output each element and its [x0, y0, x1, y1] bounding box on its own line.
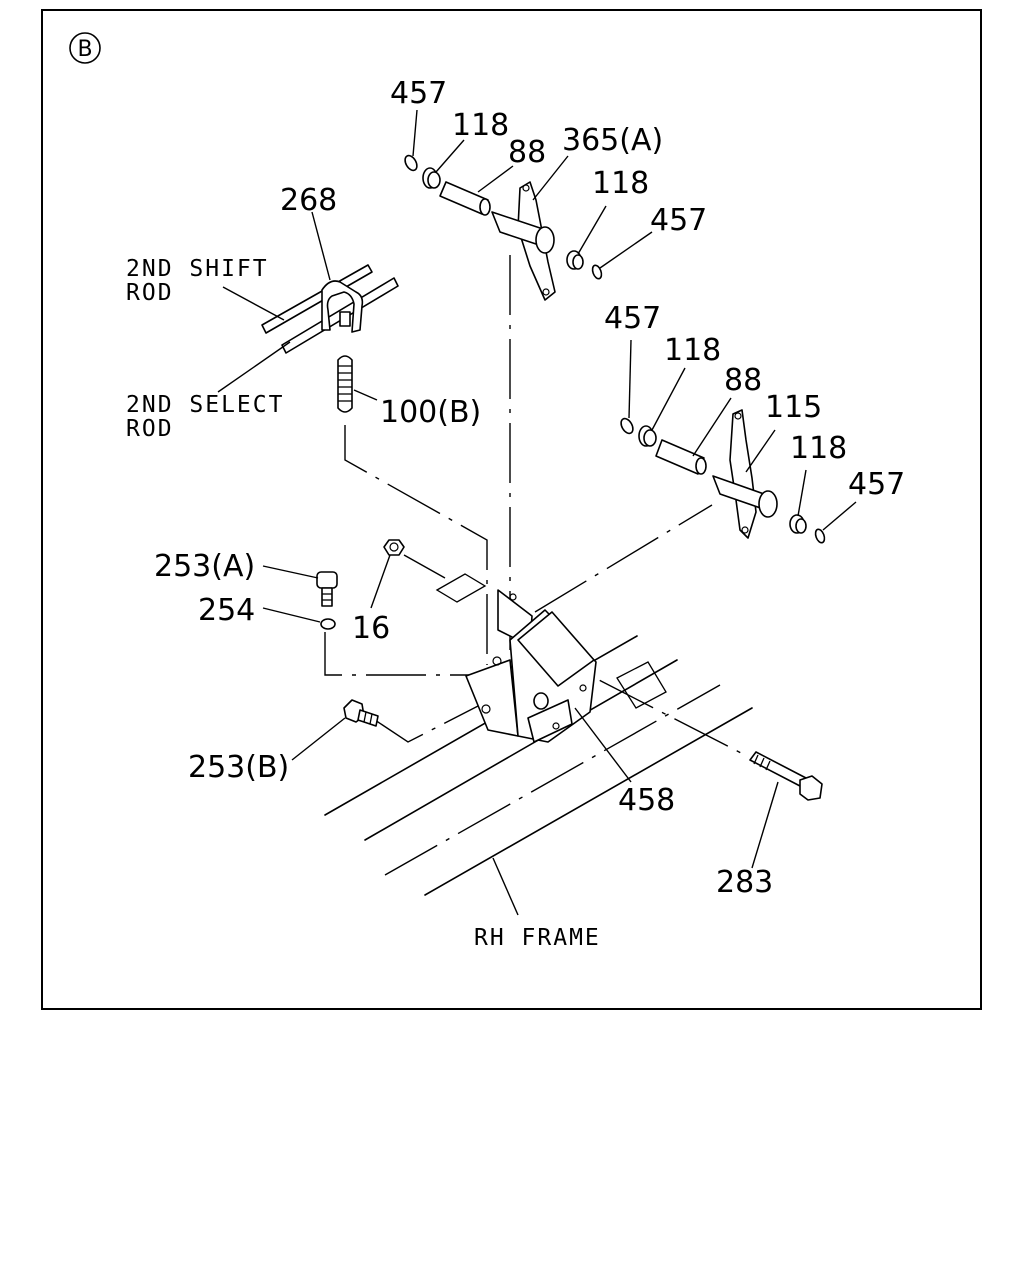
- callout-457: 457: [390, 76, 447, 111]
- snap-ring-457: [404, 154, 418, 172]
- bolt-253b: [343, 699, 379, 727]
- callout-458: 458: [618, 783, 675, 818]
- lever-365a-assembly: [404, 154, 603, 301]
- shift-rod-caption: 2ND SHIFT: [126, 256, 269, 282]
- view-marker-label: B: [77, 37, 92, 62]
- callout-457: 457: [604, 301, 661, 336]
- snap-ring-457: [814, 528, 826, 544]
- view-marker: B: [69, 32, 101, 64]
- bolt-283: [749, 751, 823, 801]
- callout-118: 118: [592, 166, 649, 201]
- bolt-253a: [316, 571, 338, 607]
- bushing-118: [638, 425, 657, 447]
- lever-365a: [491, 181, 556, 301]
- bolt-100b: [337, 355, 353, 413]
- callout-115: 115: [765, 390, 822, 425]
- callout-118: 118: [452, 108, 509, 143]
- callout-253a: 253(A): [154, 549, 255, 584]
- rh-frame-caption: RH FRAME: [474, 925, 601, 951]
- bracket-268: [321, 280, 364, 333]
- shift-rod-caption-line2: ROD: [126, 280, 174, 306]
- collar-88: [439, 181, 491, 216]
- select-rod-caption: 2ND SELECT: [126, 392, 284, 418]
- diagram-frame: [41, 9, 982, 1010]
- select-rod-caption-line2: ROD: [126, 416, 174, 442]
- snap-ring-457: [620, 417, 634, 435]
- callout-118: 118: [664, 333, 721, 368]
- fasteners: [316, 539, 823, 801]
- bushing-118: [566, 250, 584, 270]
- bracket-458: [435, 573, 667, 743]
- callout-254: 254: [198, 593, 255, 628]
- callout-268: 268: [280, 183, 337, 218]
- callout-88: 88: [724, 363, 762, 398]
- callout-365a: 365(A): [562, 123, 663, 158]
- bushing-118: [422, 167, 441, 189]
- washer-254: [320, 618, 336, 630]
- leader-lines: [217, 109, 857, 916]
- bushing-118: [789, 514, 807, 534]
- nut-16: [383, 539, 405, 556]
- callout-457: 457: [650, 203, 707, 238]
- callout-457: 457: [848, 467, 905, 502]
- callout-283: 283: [716, 865, 773, 900]
- callout-88: 88: [508, 135, 546, 170]
- snap-ring-457: [591, 264, 603, 280]
- collar-88: [655, 439, 707, 475]
- callout-100b: 100(B): [380, 395, 481, 430]
- callout-253b: 253(B): [188, 750, 289, 785]
- lever-115: [712, 409, 778, 539]
- rods-and-bracket-268: [261, 264, 399, 413]
- callout-16: 16: [352, 611, 390, 646]
- callout-118: 118: [790, 431, 847, 466]
- lever-115-assembly: [620, 409, 826, 544]
